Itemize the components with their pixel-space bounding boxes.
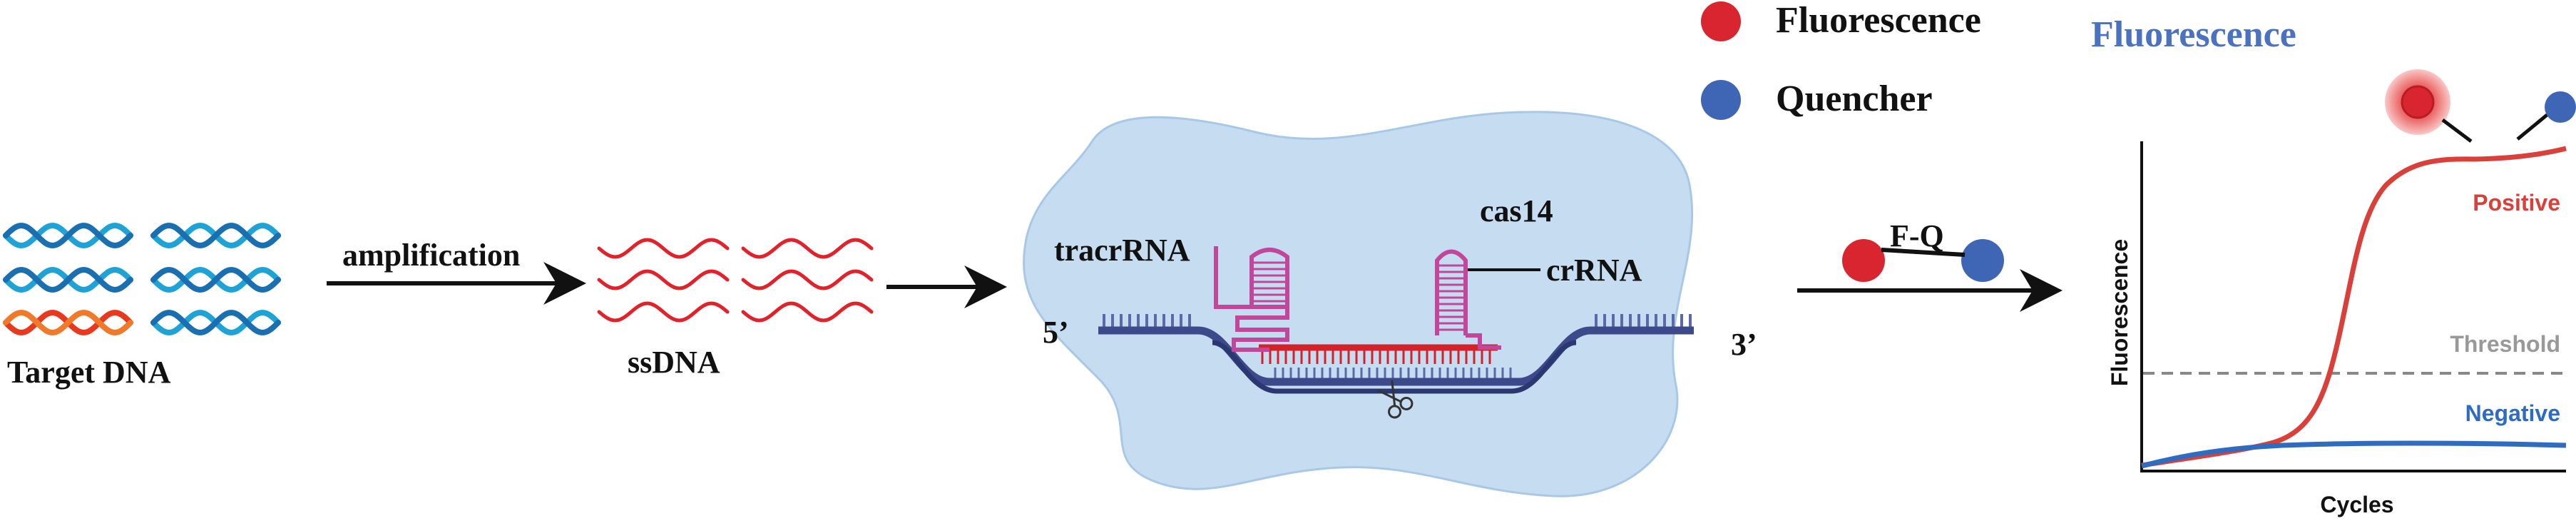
fluorophore-legend-dot xyxy=(1701,1,1741,41)
hairpin-loop xyxy=(1249,248,1289,307)
reporter-quencher xyxy=(1961,239,2004,282)
dna-strand-b xyxy=(3,310,133,335)
complement-strand-backbone xyxy=(1212,340,1577,394)
quencher-legend-dot xyxy=(1701,80,1741,120)
reporter-linker xyxy=(1881,248,1966,257)
ssdna-strand xyxy=(597,269,730,290)
cleaved-linker-left xyxy=(2441,118,2473,143)
dna-strand-b xyxy=(150,223,281,248)
ssdna-label: ssDNA xyxy=(628,345,720,380)
reporter-fluorophore xyxy=(1842,239,1885,282)
ssdna-strands xyxy=(597,238,874,323)
target-strand-backbone xyxy=(1098,326,1694,386)
target-dna-helices xyxy=(3,223,281,335)
ssdna-strand xyxy=(597,301,730,323)
legend-quencher-label: Quencher xyxy=(1776,79,1933,119)
five-prime-label: 5’ xyxy=(1043,315,1069,350)
dna-strand-b xyxy=(3,223,133,248)
chart-y-label: Fluorescence xyxy=(2107,239,2132,386)
cleaved-fluorophore-core xyxy=(2401,85,2435,119)
threshold-label: Threshold xyxy=(2450,331,2560,357)
cleaved-linker-right xyxy=(2516,111,2551,141)
cas14-protein-blob xyxy=(1023,111,1694,497)
tracrrna-strand xyxy=(1214,246,1289,352)
ssdna-strand xyxy=(597,238,730,259)
cas14-label: cas14 xyxy=(1480,193,1553,228)
dna-strand-b xyxy=(3,267,133,293)
positive-series-label: Positive xyxy=(2473,190,2560,216)
ssdna-strand xyxy=(741,238,874,259)
crrna-tail xyxy=(1466,333,1501,350)
scissors-icon xyxy=(1377,380,1414,419)
hairpin-loop xyxy=(1435,249,1468,335)
crrna-label: crRNA xyxy=(1546,253,1642,288)
three-prime-label: 3’ xyxy=(1731,327,1757,362)
negative-curve xyxy=(2141,440,2567,469)
amplification-label: amplification xyxy=(342,238,520,273)
tracrrna-label: tracrRNA xyxy=(1054,233,1190,268)
ssdna-strand xyxy=(741,301,874,323)
chart-x-label: Cycles xyxy=(2320,492,2393,517)
fq-label: F-Q xyxy=(1890,218,1944,253)
negative-series-label: Negative xyxy=(2465,400,2560,426)
cleaved-quencher xyxy=(2545,91,2576,123)
ssdna-strand xyxy=(741,269,874,290)
dna-strand-b xyxy=(150,310,281,335)
target-dna-label: Target DNA xyxy=(7,355,171,390)
legend-fluorescence-label: Fluorescence xyxy=(1776,0,1981,41)
dna-strand-b xyxy=(150,267,281,293)
tracrrna-hairpin xyxy=(1249,248,1289,307)
chart-title: Fluorescence xyxy=(2091,14,2296,55)
crrna-hairpin xyxy=(1435,249,1468,335)
